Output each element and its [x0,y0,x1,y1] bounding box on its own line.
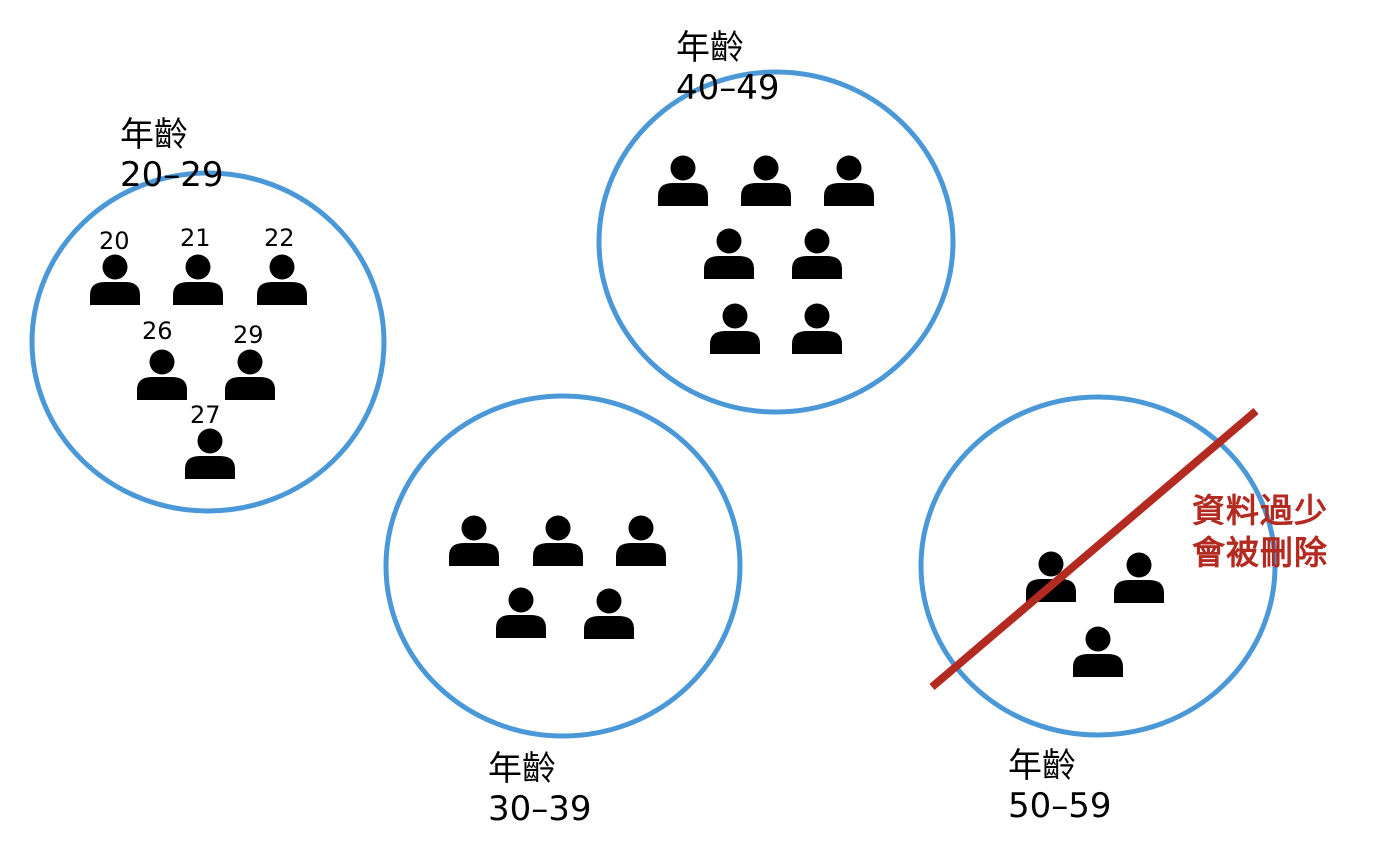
group-range: 50–59 [1008,786,1112,826]
person-icon [173,254,223,305]
person-icon [257,254,307,305]
person-icon [792,303,842,354]
person-icon [90,254,140,305]
person-icon [533,515,583,566]
person-icon [824,155,874,206]
person-icon [1073,626,1123,677]
person-icon [704,228,754,279]
person-icon [741,155,791,206]
person-icon [584,588,634,639]
group-range: 20–29 [120,155,224,195]
age-tag: 21 [180,224,211,252]
group-circle-20-29 [29,170,387,514]
group-label-50-59: 年齡 50–59 [1008,746,1112,826]
group-title: 年齡 [1008,746,1076,786]
warning-line-2: 會被刪除 [1192,533,1328,572]
removal-warning: 資料過少 會被刪除 [1192,490,1328,574]
person-icon [185,428,235,479]
person-icon [225,349,275,400]
group-title: 年齡 [120,115,188,155]
age-tag: 22 [264,224,295,252]
group-range: 30–39 [488,789,592,829]
group-circle-50-59 [918,394,1278,738]
person-icon [1026,551,1076,602]
person-icon [792,228,842,279]
person-icon [658,155,708,206]
group-label-20-29: 年齡 20–29 [120,115,224,195]
age-tag: 26 [142,317,173,345]
strike-line [929,407,1259,691]
group-label-30-39: 年齡 30–39 [488,749,592,829]
warning-line-1: 資料過少 [1192,491,1328,530]
group-label-40-49: 年齡 40–49 [676,28,780,108]
group-title: 年齡 [488,749,556,789]
person-icon [449,515,499,566]
group-circle-30-39 [383,393,743,739]
group-circle-40-49 [596,69,956,415]
age-tag: 29 [233,321,264,349]
group-title: 年齡 [676,28,744,68]
age-tag: 27 [190,401,221,429]
age-tag: 20 [99,227,130,255]
person-icon [137,349,187,400]
person-icon [496,587,546,638]
person-icon [616,515,666,566]
person-icon [710,303,760,354]
group-range: 40–49 [676,68,780,108]
person-icon [1114,552,1164,603]
